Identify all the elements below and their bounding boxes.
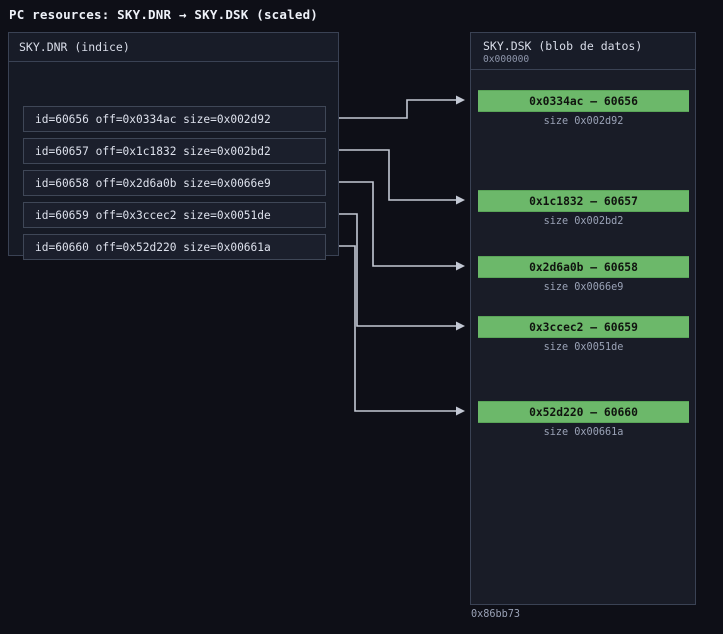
blob-block-size-label: size 0x00661a xyxy=(543,427,624,438)
page-title: PC resources: SKY.DNR → SKY.DSK (scaled) xyxy=(9,7,319,22)
connector-60656 xyxy=(339,95,465,119)
blob-panel: SKY.DSK (blob de datos) 0x000000 0x0334a… xyxy=(470,32,696,605)
blob-block-bar-label: 0x52d220 — 60660 xyxy=(529,406,638,419)
blob-block-bar[interactable]: 0x0334ac — 60656 xyxy=(478,90,689,112)
index-panel-header-label: SKY.DNR (indice) xyxy=(19,40,130,54)
index-entry-label: id=60656 off=0x0334ac size=0x002d92 xyxy=(35,113,271,126)
index-entry[interactable]: id=60656 off=0x0334ac size=0x002d92 xyxy=(23,106,326,132)
blob-block-bar-label: 0x3ccec2 — 60659 xyxy=(529,321,638,334)
index-entry[interactable]: id=60657 off=0x1c1832 size=0x002bd2 xyxy=(23,138,326,164)
connector-line xyxy=(339,245,457,412)
blob-block-size-label: size 0x0066e9 xyxy=(543,282,624,293)
index-entry-label: id=60658 off=0x2d6a0b size=0x0066e9 xyxy=(35,177,271,190)
connector-arrowhead xyxy=(456,195,465,205)
connector-arrowhead xyxy=(456,406,465,416)
blob-end-offset: 0x86bb73 xyxy=(471,609,521,620)
index-panel-header: SKY.DNR (indice) xyxy=(9,33,338,62)
connector-60658 xyxy=(339,181,465,271)
index-panel: SKY.DNR (indice) id=60656 off=0x0334ac s… xyxy=(8,32,339,260)
connector-arrowhead xyxy=(456,261,465,271)
blob-block-bar-label: 0x1c1832 — 60657 xyxy=(529,195,638,208)
blob-start-offset: 0x000000 xyxy=(483,54,530,65)
connector-arrowhead xyxy=(456,95,465,105)
blob-block-bar[interactable]: 0x1c1832 — 60657 xyxy=(478,190,689,212)
blob-block-bar-label: 0x0334ac — 60656 xyxy=(529,95,638,108)
blob-block-bar[interactable]: 0x3ccec2 — 60659 xyxy=(478,316,689,338)
index-entry[interactable]: id=60660 off=0x52d220 size=0x00661a xyxy=(23,234,326,260)
blob-block-bar[interactable]: 0x2d6a0b — 60658 xyxy=(478,256,689,278)
blob-block-size-label: size 0x002d92 xyxy=(543,116,624,127)
blob-panel-title: SKY.DSK (blob de datos) xyxy=(483,39,643,53)
index-entry-label: id=60660 off=0x52d220 size=0x00661a xyxy=(35,241,271,254)
index-entry-label: id=60657 off=0x1c1832 size=0x002bd2 xyxy=(35,145,271,158)
connector-arrowhead xyxy=(456,321,465,331)
connector-60657 xyxy=(339,149,465,205)
index-entry-label: id=60659 off=0x3ccec2 size=0x0051de xyxy=(35,209,271,222)
blob-block-bar[interactable]: 0x52d220 — 60660 xyxy=(478,401,689,423)
index-entry[interactable]: id=60658 off=0x2d6a0b size=0x0066e9 xyxy=(23,170,326,196)
connector-60660 xyxy=(339,245,465,416)
connector-line xyxy=(339,181,457,267)
blob-block-size-label: size 0x0051de xyxy=(543,342,624,353)
connector-line xyxy=(339,213,457,327)
connector-line xyxy=(339,99,457,119)
blob-block-bar-label: 0x2d6a0b — 60658 xyxy=(529,261,638,274)
blob-block-size-label: size 0x002bd2 xyxy=(543,216,624,227)
connector-60659 xyxy=(339,213,465,331)
connector-line xyxy=(339,149,457,201)
blob-panel-header: SKY.DSK (blob de datos) 0x000000 xyxy=(471,33,695,70)
index-entry[interactable]: id=60659 off=0x3ccec2 size=0x0051de xyxy=(23,202,326,228)
